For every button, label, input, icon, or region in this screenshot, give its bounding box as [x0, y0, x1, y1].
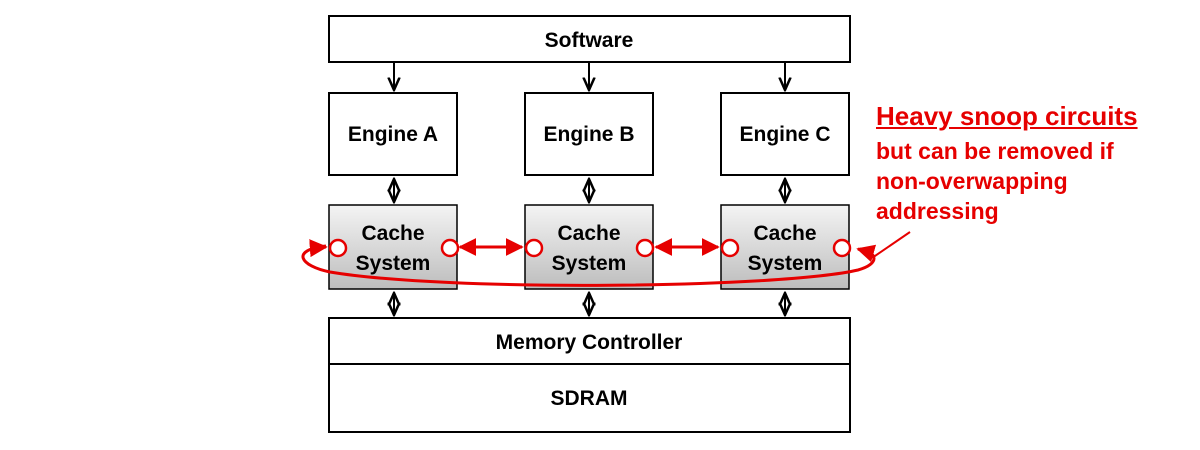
snoop-port-c-left: [720, 238, 740, 258]
memory-block: Memory Controller SDRAM: [328, 317, 851, 433]
engine-b-label: Engine B: [543, 123, 634, 146]
snoop-annotation: Heavy snoop circuits but can be removed …: [876, 100, 1138, 226]
cache-system-c: Cache System: [720, 204, 850, 290]
snoop-ring: [301, 244, 876, 287]
cache-c-line2: System: [748, 252, 823, 275]
engine-a-label: Engine A: [348, 123, 438, 146]
engine-c-label: Engine C: [739, 123, 830, 146]
snoop-ring-left-arrow: [309, 239, 328, 258]
software-box: Software: [328, 15, 851, 63]
memory-controller-label: Memory Controller: [496, 331, 683, 354]
snoop-port-b-left: [524, 238, 544, 258]
cache-a-line2: System: [356, 252, 431, 275]
engine-b-box: Engine B: [524, 92, 654, 176]
engine-a-box: Engine A: [328, 92, 458, 176]
cache-b-line1: Cache: [557, 222, 620, 245]
annotation-callout-line: [871, 231, 911, 259]
engine-c-box: Engine C: [720, 92, 850, 176]
cache-a-line1: Cache: [361, 222, 424, 245]
annotation-title: Heavy snoop circuits: [876, 101, 1138, 131]
sdram-label: SDRAM: [551, 387, 628, 410]
cache-b-line2: System: [552, 252, 627, 275]
snoop-port-c-right: [832, 238, 852, 258]
snoop-port-a-right: [440, 238, 460, 258]
software-label: Software: [545, 29, 634, 52]
snoop-ring-right-arrow: [856, 244, 877, 263]
snoop-port-a-left: [328, 238, 348, 258]
annotation-body: but can be removed if non-overwapping ad…: [876, 138, 1114, 224]
snoop-port-b-right: [635, 238, 655, 258]
cache-system-a: Cache System: [328, 204, 458, 290]
cache-system-b: Cache System: [524, 204, 654, 290]
cache-c-line1: Cache: [753, 222, 816, 245]
